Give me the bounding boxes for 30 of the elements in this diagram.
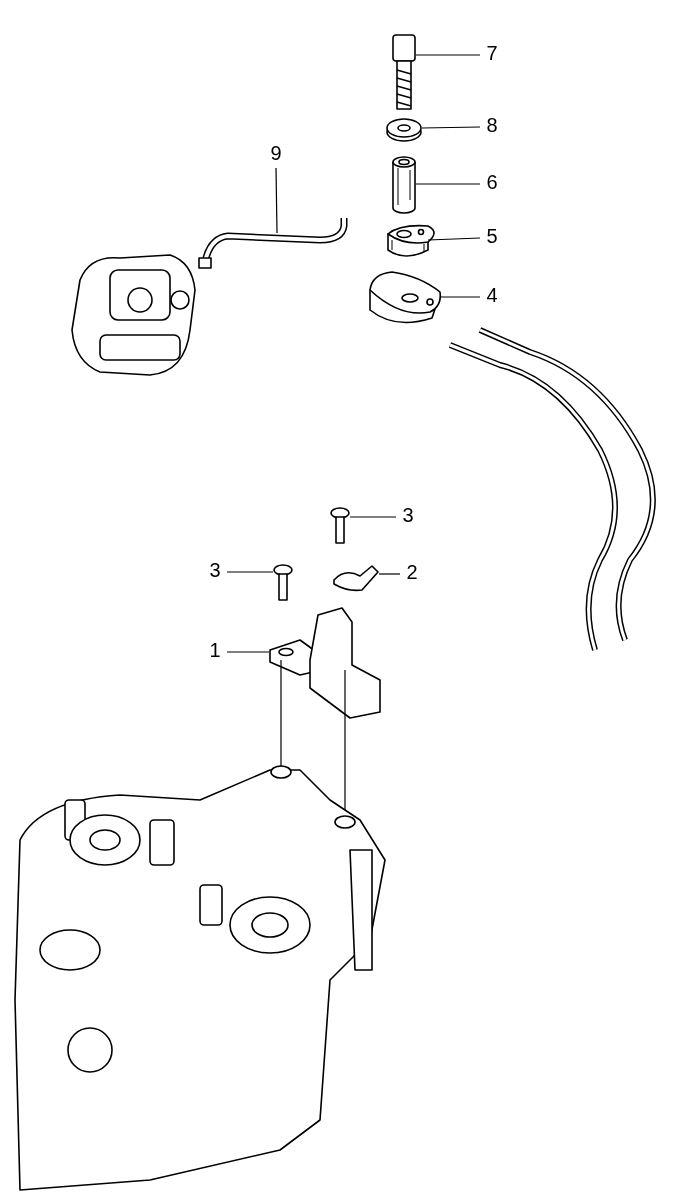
bolt-drawing bbox=[273, 564, 293, 601]
leader-line bbox=[378, 573, 401, 575]
bolt-drawing bbox=[330, 507, 350, 544]
leader-line bbox=[427, 237, 481, 241]
callout-number: 2 bbox=[400, 561, 424, 587]
leader-line bbox=[415, 183, 481, 185]
leader-line bbox=[421, 126, 481, 129]
callout-number: 5 bbox=[480, 225, 504, 251]
callout-number: 9 bbox=[264, 142, 288, 168]
callout-number: 7 bbox=[480, 42, 504, 68]
bracket-drawing bbox=[269, 607, 381, 719]
throttle-lever-drawing bbox=[387, 224, 435, 257]
leader-line bbox=[226, 651, 270, 653]
leader-line bbox=[415, 54, 481, 56]
clip-drawing bbox=[333, 565, 379, 592]
leader-line bbox=[275, 167, 278, 234]
callout-number: 6 bbox=[480, 171, 504, 197]
throttle-cam-drawing bbox=[369, 271, 442, 324]
callout-number: 8 bbox=[480, 114, 504, 140]
washer-drawing bbox=[386, 118, 422, 142]
collar-drawing bbox=[392, 156, 416, 214]
bolt-drawing bbox=[392, 34, 416, 110]
leader-line bbox=[440, 296, 481, 298]
hose-drawing bbox=[198, 218, 348, 269]
callout-number: 3 bbox=[203, 559, 227, 585]
leader-line bbox=[349, 516, 397, 518]
callout-number: 1 bbox=[203, 639, 227, 665]
leader-line bbox=[226, 571, 274, 573]
callout-number: 4 bbox=[480, 284, 504, 310]
callout-number: 3 bbox=[396, 504, 420, 530]
